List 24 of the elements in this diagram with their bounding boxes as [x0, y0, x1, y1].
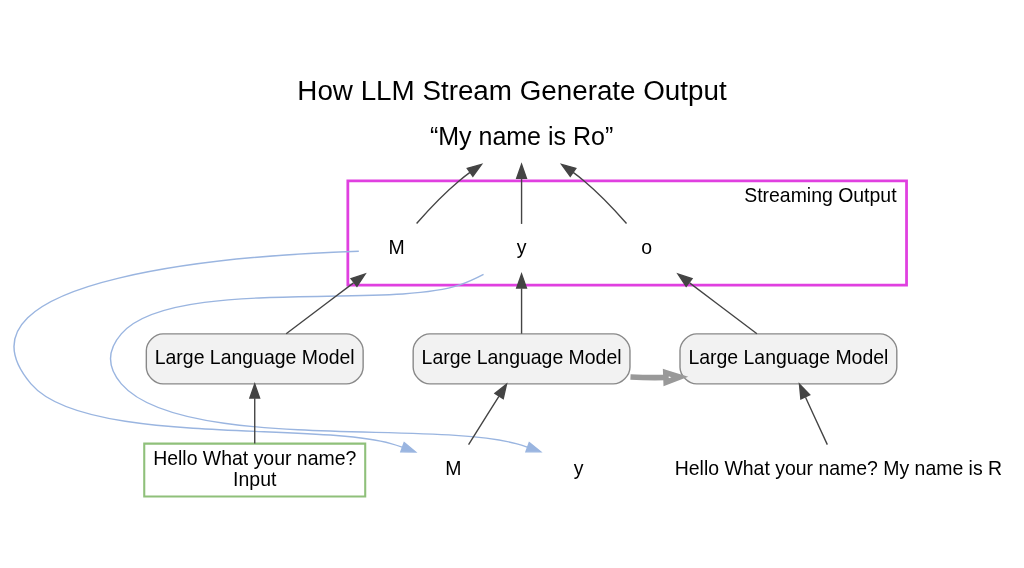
arrow [630, 368, 689, 386]
node-box: Large Language Model [412, 332, 631, 385]
node-text: “My name is Ro” [429, 121, 614, 150]
arrow [248, 381, 261, 444]
arrow [285, 272, 367, 334]
node-box: Large Language Model [679, 332, 898, 385]
node-text: y [516, 235, 527, 258]
node-text: o [641, 235, 653, 258]
node-box: Large Language Model [145, 332, 364, 385]
arrow [798, 381, 829, 445]
arrow [415, 162, 484, 224]
arrow [467, 381, 508, 445]
node-box: Hello What your name? Input [143, 442, 367, 497]
arrow [515, 271, 528, 334]
node-text: M [445, 456, 462, 479]
node-text: Hello What your name? My name is R [674, 456, 1003, 479]
diagram-title: How LLM Stream Generate Output [297, 74, 727, 106]
arrow [676, 272, 758, 334]
arrow [515, 161, 528, 225]
arrow [109, 273, 543, 453]
node-text: y [573, 456, 584, 479]
arrow [559, 162, 628, 224]
node-text: M [388, 235, 405, 258]
arrow [14, 250, 418, 453]
